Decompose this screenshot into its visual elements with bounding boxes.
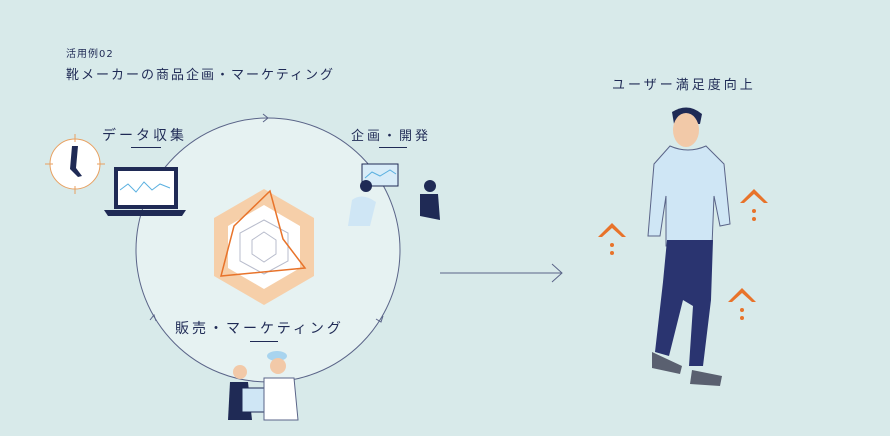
cycle-arrow-icon (375, 315, 384, 323)
radar-chart (214, 189, 314, 305)
step-sales-marketing: 販売・マーケティング (175, 321, 344, 337)
step-planning: 企画・開発 (351, 129, 432, 144)
flow-arrow-icon (440, 263, 563, 283)
page-title: 靴メーカーの商品企画・マーケティング (66, 68, 335, 83)
goal-label: ユーザー満足度向上 (612, 78, 756, 93)
planning-people-illustration (348, 163, 440, 226)
target-shoe-icon (45, 134, 105, 194)
step-underline (131, 147, 161, 148)
walking-man-illustration (647, 107, 731, 386)
step-underline (250, 341, 278, 342)
case-label: 活用例02 (66, 49, 114, 60)
up-arrow-icon (598, 189, 768, 320)
step-data-collection: データ収集 (102, 128, 187, 144)
laptop-icon (104, 167, 186, 216)
step-underline (379, 147, 407, 148)
cycle-arrow-icon (149, 313, 157, 322)
sales-people-illustration (228, 351, 299, 421)
cycle-arrow-icon (262, 113, 269, 123)
